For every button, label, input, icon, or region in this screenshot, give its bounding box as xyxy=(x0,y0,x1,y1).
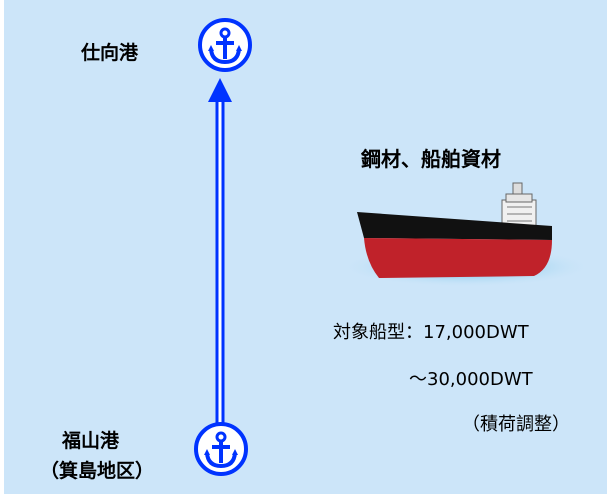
origin-anchor-icon xyxy=(194,422,248,476)
route-graphics xyxy=(194,18,591,476)
diagram-canvas: 仕向港 福山港 （箕島地区） 鋼材、船舶資材 対象船型：17,000DWT ～3… xyxy=(4,0,607,494)
cargo-label: 鋼材、船舶資材 xyxy=(361,147,501,171)
ship-type-label: 対象船型：17,000DWT xyxy=(333,322,529,343)
ship-type-range-label: ～30,000DWT xyxy=(409,369,533,390)
origin-port-district-label: （箕島地区） xyxy=(40,460,155,482)
ship-type-note-label: （積荷調整） xyxy=(462,414,570,435)
arrow-head xyxy=(208,78,232,102)
route-arrow xyxy=(208,78,232,425)
origin-port-label: 福山港 xyxy=(62,430,120,452)
cargo-ship-icon xyxy=(341,182,591,287)
destination-port-label: 仕向港 xyxy=(81,42,139,64)
destination-anchor-icon xyxy=(198,18,252,72)
